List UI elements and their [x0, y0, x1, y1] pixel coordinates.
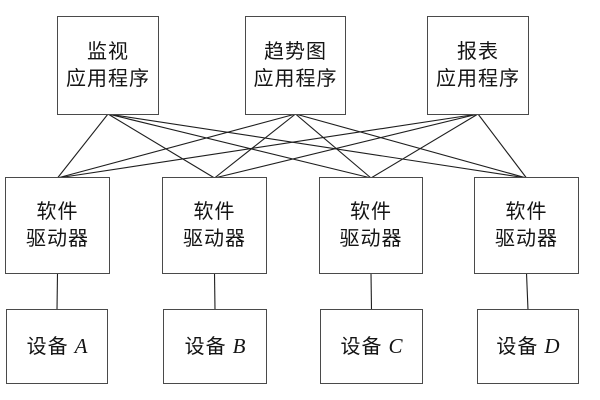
node-label: 应用程序	[253, 67, 338, 90]
node-label: 驱动器	[26, 227, 89, 250]
node-label: 软件	[36, 201, 79, 224]
node-label: 软件	[193, 201, 236, 224]
node-label: 应用程序	[436, 67, 520, 90]
node-label: 驱动器	[183, 227, 246, 250]
node-label: 软件	[350, 201, 392, 224]
node-device-c: 设备 C	[320, 309, 423, 384]
node-software-driver-2: 软件 驱动器	[162, 177, 267, 274]
node-label: 监视	[87, 41, 129, 64]
device-letter: B	[232, 333, 246, 358]
node-trend-chart-application: 趋势图 应用程序	[245, 16, 346, 115]
node-label: 报表	[457, 41, 499, 64]
node-software-driver-3: 软件 驱动器	[319, 177, 423, 274]
node-label: 设备	[340, 335, 383, 358]
node-label: 驱动器	[339, 227, 403, 250]
node-device-d: 设备 D	[477, 309, 579, 384]
node-device-a: 设备 A	[6, 309, 108, 384]
node-monitor-application: 监视 应用程序	[57, 16, 159, 115]
node-label: 趋势图	[264, 41, 327, 64]
device-letter: C	[388, 333, 403, 358]
node-software-driver-4: 软件 驱动器	[474, 177, 579, 274]
node-device-b: 设备 B	[163, 309, 267, 384]
node-label: 驱动器	[495, 227, 558, 250]
node-report-application: 报表 应用程序	[427, 16, 529, 115]
node-label: 应用程序	[66, 67, 150, 90]
device-letter: A	[74, 333, 88, 358]
node-label: 设备	[184, 335, 227, 358]
node-software-driver-1: 软件 驱动器	[5, 177, 110, 274]
node-label: 软件	[505, 201, 548, 224]
device-letter: D	[544, 333, 560, 358]
node-label: 设备	[496, 335, 539, 358]
node-label: 设备	[26, 335, 69, 358]
